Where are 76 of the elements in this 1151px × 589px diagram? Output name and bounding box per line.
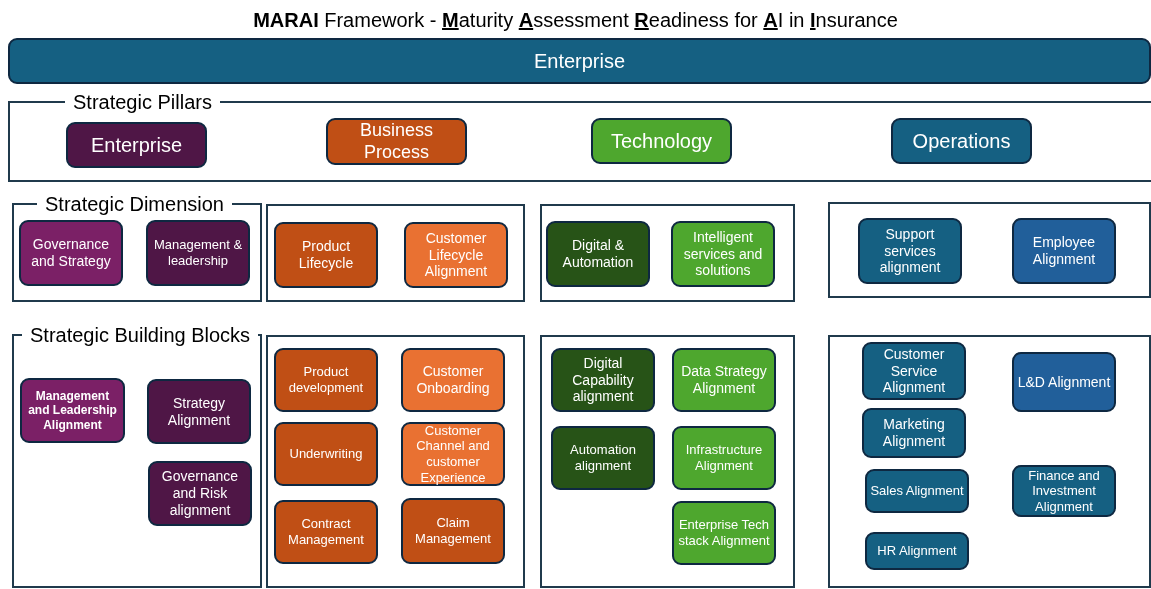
box-label: Enterprise	[533, 49, 626, 73]
category-box	[401, 348, 505, 412]
category-box	[146, 220, 250, 286]
category-box	[1012, 352, 1116, 412]
header-bar	[8, 38, 1151, 84]
category-box	[19, 220, 123, 286]
category-box	[672, 426, 776, 490]
box-label: Employee Alignment	[1031, 234, 1097, 268]
box-label: Customer Service Alignment	[881, 345, 947, 397]
section-heading: Strategic Dimension	[44, 192, 225, 216]
box-label: Product Lifecycle	[297, 238, 355, 272]
box-label: Customer Onboarding	[415, 363, 491, 397]
box-label: HR Alignment	[877, 543, 957, 559]
category-box	[591, 118, 732, 164]
section-panel	[828, 335, 1151, 588]
box-label: Intelligent services and solutions	[682, 228, 764, 280]
box-label: Underwriting	[289, 446, 363, 462]
category-box	[862, 342, 966, 400]
box-label: Finance and Investment Alignment	[1027, 467, 1101, 515]
box-label: Customer Lifecycle Alignment	[423, 229, 489, 281]
category-box	[551, 426, 655, 490]
category-box	[274, 348, 378, 412]
category-box	[148, 461, 252, 526]
category-box	[891, 118, 1032, 164]
category-box	[671, 221, 775, 287]
section-panel	[266, 204, 525, 302]
box-label: Sales Alignment	[870, 483, 964, 499]
category-box	[551, 348, 655, 412]
box-label: Strategy Alignment	[166, 394, 232, 429]
category-box	[404, 222, 508, 288]
box-label: Digital & Automation	[561, 237, 635, 271]
category-box	[862, 408, 966, 458]
category-box	[865, 469, 969, 513]
box-label: Technology	[610, 129, 713, 153]
category-box	[1012, 218, 1116, 284]
category-box	[326, 118, 467, 165]
box-label: Enterprise	[90, 133, 183, 157]
category-box	[147, 379, 251, 444]
box-label: Governance and Risk alignment	[160, 468, 240, 519]
box-label: Contract Management	[287, 516, 365, 548]
section-panel	[540, 204, 795, 302]
box-label: Enterprise Tech stack Alignment	[677, 517, 771, 549]
category-box	[274, 500, 378, 564]
category-box	[401, 422, 505, 486]
box-label: Management & leadership	[152, 237, 244, 269]
box-label: Product development	[287, 364, 365, 396]
section-panel	[828, 202, 1151, 298]
category-box	[672, 501, 776, 565]
category-box	[546, 221, 650, 287]
category-box	[401, 498, 505, 564]
box-label: Management and Leadership Alignment	[27, 388, 118, 433]
category-box	[865, 532, 969, 570]
box-label: Data Strategy Alignment	[680, 363, 768, 397]
section-heading: Strategic Building Blocks	[29, 323, 252, 347]
box-label: Claim Management	[414, 515, 492, 547]
section-panel	[266, 335, 525, 588]
box-label: Infrastructure Alignment	[684, 442, 764, 474]
box-label: Business Process	[358, 119, 434, 164]
category-box	[20, 378, 125, 443]
category-box	[66, 122, 207, 168]
category-box	[274, 222, 378, 288]
category-box	[1012, 465, 1116, 517]
box-label: Operations	[912, 129, 1011, 153]
box-label: Digital Capability alignment	[571, 354, 635, 406]
diagram-title: MARAI Framework - Maturity Assessment Readiness for AI in Insurance	[252, 9, 899, 32]
category-box	[672, 348, 776, 412]
box-label: L&D Alignment	[1017, 373, 1111, 391]
section-panel	[540, 335, 795, 588]
section-heading: Strategic Pillars	[72, 90, 213, 114]
box-label: Support services alignment	[878, 225, 942, 277]
box-label: Governance and Strategy	[30, 236, 112, 270]
category-box	[858, 218, 962, 284]
box-label: Customer Channel and customer Experience	[415, 422, 491, 486]
box-label: Automation alignment	[569, 442, 637, 474]
box-label: Marketing Alignment	[881, 416, 947, 450]
category-box	[274, 422, 378, 486]
